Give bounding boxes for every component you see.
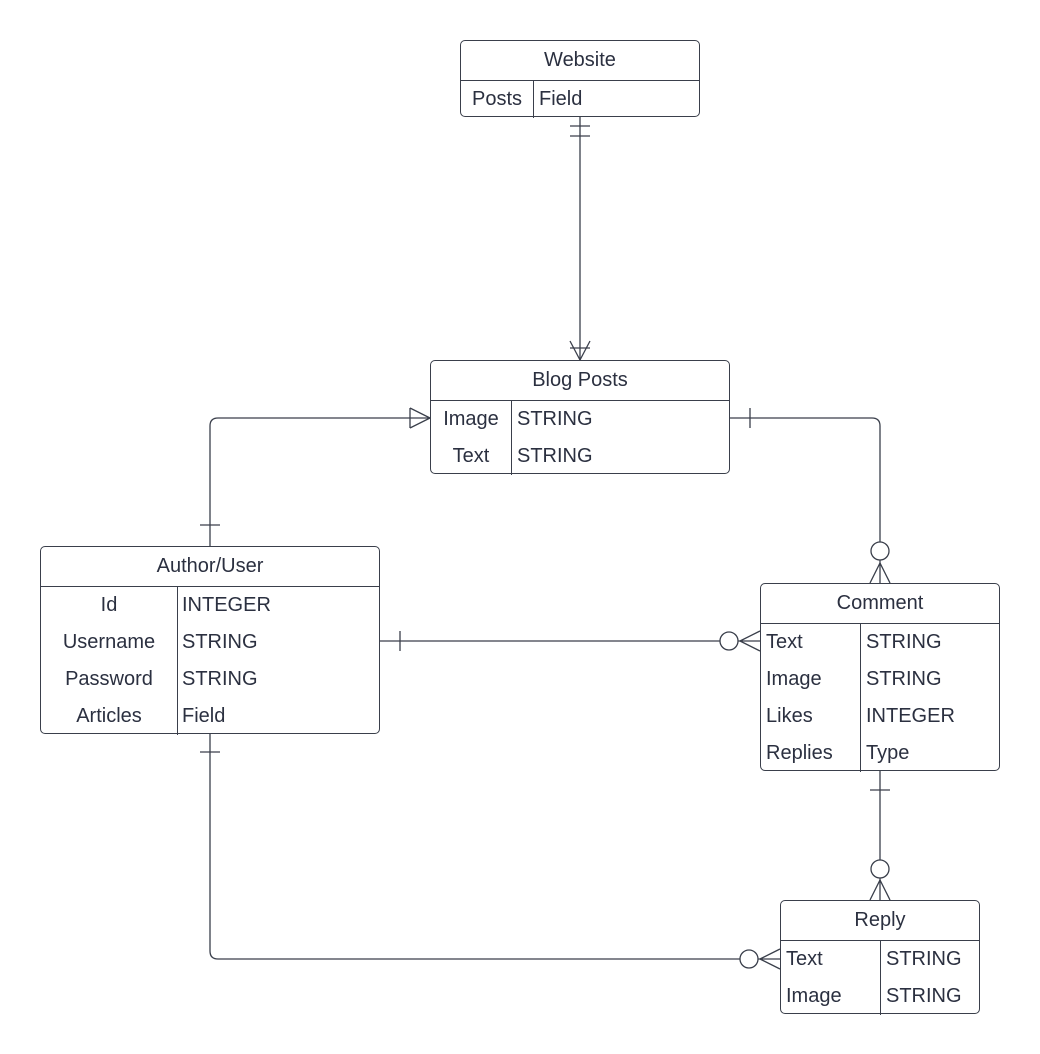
field-type: STRING <box>886 985 962 1007</box>
entity-rows: Text STRING Image STRING Likes INTEGER R… <box>761 624 999 772</box>
entity-website[interactable]: Website Posts Field <box>460 40 700 118</box>
entity-title: Author/User <box>41 547 379 587</box>
entity-rows: Image STRING Text STRING <box>431 401 729 475</box>
entity-title: Comment <box>761 584 999 624</box>
relationship-blogposts-comment[interactable] <box>730 408 891 584</box>
crowfoot <box>869 562 881 584</box>
entity-title: Website <box>461 41 699 81</box>
field-name: Password <box>65 668 153 690</box>
field-type: STRING <box>517 408 593 430</box>
column-divider <box>860 624 861 772</box>
crowfoot <box>739 630 761 642</box>
field-name: Image <box>766 668 822 690</box>
entity-row[interactable]: Likes INTEGER <box>761 698 999 735</box>
field-type: STRING <box>182 668 258 690</box>
field-name: Text <box>766 631 803 653</box>
entity-row[interactable]: Text STRING <box>761 624 999 661</box>
field-type: INTEGER <box>866 705 955 727</box>
entity-rows: Text STRING Image STRING <box>781 941 979 1015</box>
relationship-author-comment[interactable] <box>380 630 761 652</box>
field-type: STRING <box>182 631 258 653</box>
zero-mark <box>739 949 759 969</box>
crowfoot <box>569 340 581 361</box>
entity-title: Reply <box>781 901 979 941</box>
field-name: Text <box>452 445 490 467</box>
entity-comment[interactable]: Comment Text STRING Image STRING Likes I… <box>760 583 1000 772</box>
entity-row[interactable]: Posts Field <box>461 81 699 118</box>
crowfoot <box>579 340 591 361</box>
entity-row[interactable]: Text STRING <box>781 941 979 978</box>
entity-row[interactable]: Username STRING <box>41 624 379 661</box>
crowfoot <box>879 879 891 901</box>
column-divider <box>511 401 512 475</box>
field-name: Id <box>100 594 118 616</box>
zero-mark <box>870 541 890 561</box>
crowfoot <box>409 417 431 429</box>
entity-row[interactable]: Image STRING <box>761 661 999 698</box>
entity-blog-posts[interactable]: Blog Posts Image STRING Text STRING <box>430 360 730 475</box>
entity-row[interactable]: Password STRING <box>41 661 379 698</box>
field-type: Field <box>182 705 226 727</box>
crowfoot <box>739 640 761 652</box>
entity-rows: Posts Field <box>461 81 699 118</box>
column-divider <box>880 941 881 1015</box>
entity-row[interactable]: Articles Field <box>41 698 379 735</box>
crowfoot <box>759 958 781 970</box>
field-name: Image <box>443 408 499 430</box>
entity-reply[interactable]: Reply Text STRING Image STRING <box>780 900 980 1015</box>
column-divider <box>177 587 178 735</box>
crowfoot <box>409 407 431 419</box>
entity-row[interactable]: Image STRING <box>431 401 729 438</box>
entity-author-user[interactable]: Author/User Id INTEGER Username STRING P… <box>40 546 380 735</box>
relationship-author-blogposts[interactable] <box>200 407 431 546</box>
entity-row[interactable]: Image STRING <box>781 978 979 1015</box>
entity-title: Blog Posts <box>431 361 729 401</box>
field-name: Username <box>62 631 156 653</box>
relationship-comment-reply[interactable] <box>869 770 891 901</box>
field-type: Type <box>866 742 910 764</box>
field-name: Articles <box>76 705 142 727</box>
entity-row[interactable]: Replies Type <box>761 735 999 772</box>
column-divider <box>533 81 534 118</box>
entity-rows: Id INTEGER Username STRING Password STRI… <box>41 587 379 735</box>
field-name: Image <box>786 985 842 1007</box>
entity-row[interactable]: Id INTEGER <box>41 587 379 624</box>
entity-row[interactable]: Text STRING <box>431 438 729 475</box>
crowfoot <box>879 562 891 584</box>
field-type: STRING <box>517 445 593 467</box>
field-name: Likes <box>766 705 813 727</box>
field-type: STRING <box>866 631 942 653</box>
field-type: Field <box>539 88 583 110</box>
zero-mark <box>719 631 739 651</box>
zero-mark <box>870 859 890 879</box>
field-name: Text <box>786 948 823 970</box>
field-type: STRING <box>886 948 962 970</box>
field-name: Replies <box>766 742 833 764</box>
crowfoot <box>869 879 881 901</box>
field-name: Posts <box>471 88 523 110</box>
relationship-website-blogposts[interactable] <box>569 117 591 361</box>
field-type: STRING <box>866 668 942 690</box>
field-type: INTEGER <box>182 594 271 616</box>
relationship-author-reply[interactable] <box>200 734 781 970</box>
crowfoot <box>759 948 781 960</box>
